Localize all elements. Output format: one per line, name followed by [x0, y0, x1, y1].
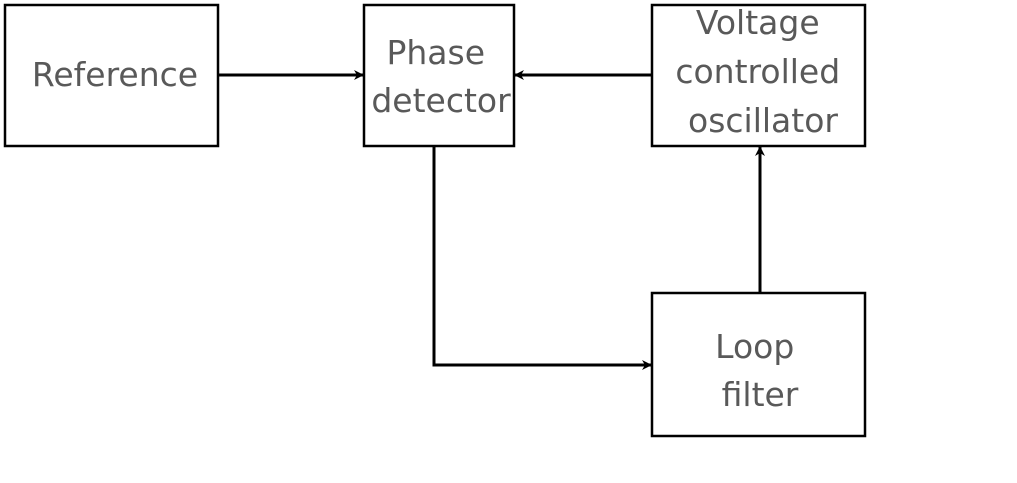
reference-label: Reference — [32, 55, 198, 94]
vco-label-line-2: controlled — [675, 52, 840, 91]
loop-filter-box — [650, 291, 867, 438]
phase-detector-label-line-1: Phase — [386, 33, 485, 72]
reference-box — [3, 3, 220, 148]
phase-detector-block: Phase detector — [362, 3, 516, 148]
phase-detector-to-loop-filter-arrow — [432, 146, 652, 370]
reference-label-line-1: Reference — [32, 55, 198, 94]
loop-filter-label-line-1: Loop — [715, 327, 794, 366]
loop-filter-label-line-2: filter — [722, 375, 799, 414]
phase-detector-label: Phase detector — [371, 33, 511, 120]
loop-filter-label: Loop filter — [715, 327, 805, 414]
vco-label-line-3: oscillator — [688, 101, 838, 140]
vco-block: Voltage controlled oscillator — [650, 3, 867, 148]
vco-label-line-1: Voltage — [696, 3, 820, 42]
vco-label: Voltage controlled oscillator — [675, 3, 850, 140]
phase-detector-label-line-2: detector — [371, 81, 511, 120]
loop-filter-block: Loop filter — [650, 291, 867, 438]
reference-block: Reference — [3, 3, 220, 148]
phase-detector-box — [362, 3, 516, 148]
